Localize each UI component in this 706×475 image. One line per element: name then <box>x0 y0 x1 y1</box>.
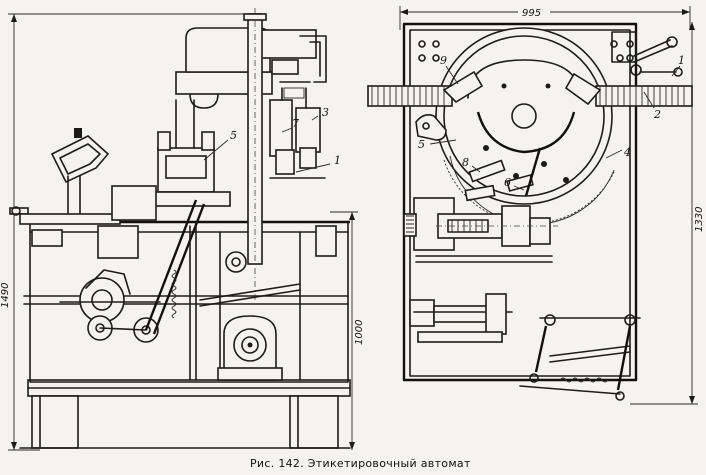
drum-lever <box>415 114 447 141</box>
cam-lever-mechanism <box>59 199 337 381</box>
base-frame <box>19 379 351 449</box>
figure-caption: Рис. 142. Этикетировочный автомат <box>250 457 471 470</box>
labeller-block <box>403 197 558 263</box>
front-elevation: 1490 1000 <box>0 8 365 451</box>
dim-label-1000: 1000 <box>354 320 365 345</box>
label-pickers <box>464 147 542 202</box>
callout-4: 4 <box>623 146 631 159</box>
callout-9: 9 <box>440 54 447 67</box>
top-right-linkage <box>630 36 683 77</box>
gripper-assembly <box>139 99 231 207</box>
label-drum <box>435 27 615 225</box>
callout-2: 2 <box>653 108 661 121</box>
callout-6: 6 <box>504 176 511 189</box>
callout-5-plan: 5 <box>418 138 425 151</box>
callout-1-front: 1 <box>334 154 341 167</box>
callout-3: 3 <box>322 106 329 119</box>
bearing-pedestal <box>217 315 283 381</box>
dim-base-height: 1000 <box>330 211 365 450</box>
dim-width: 995 <box>399 4 691 30</box>
toothed-rack <box>367 70 693 107</box>
lower-mechanism <box>409 293 641 401</box>
plan-callouts: 9 1 2 5 4 8 6 <box>418 54 685 191</box>
left-feed-assembly <box>9 128 157 259</box>
dim-label-1330: 1330 <box>694 207 705 232</box>
dim-overall-height: 1490 <box>0 13 250 451</box>
plan-view: 995 1330 <box>367 4 705 405</box>
callout-5-front: 5 <box>230 129 237 142</box>
front-callouts: 5 7 3 1 <box>203 106 341 173</box>
machine-body <box>23 220 350 383</box>
callout-8: 8 <box>462 156 469 169</box>
dim-label-995: 995 <box>522 8 541 19</box>
main-column <box>243 8 267 300</box>
dim-label-1490: 1490 <box>0 283 11 308</box>
label-magazine-mechanism <box>269 81 326 179</box>
dim-plan-height: 1330 <box>630 22 705 405</box>
callout-1-plan: 1 <box>678 54 685 67</box>
callout-7: 7 <box>292 117 299 130</box>
